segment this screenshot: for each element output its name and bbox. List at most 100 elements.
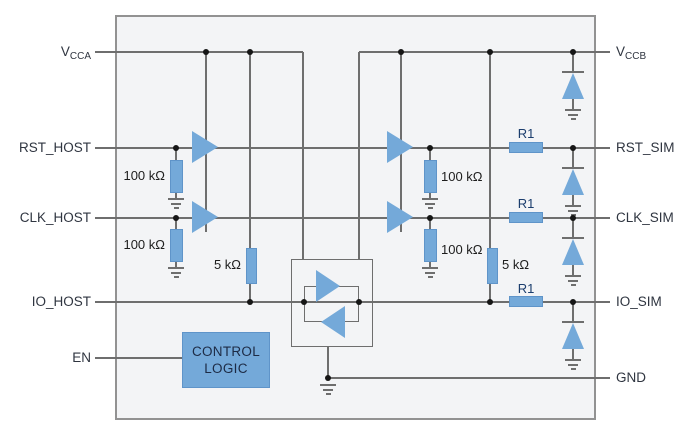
wire-stub: [572, 52, 574, 71]
junction-dot: [427, 145, 433, 151]
wire-stub: [429, 218, 431, 230]
resistor-r1-icon: [509, 212, 543, 223]
ground-icon: [168, 198, 184, 209]
pin-label-vccb: VCCB: [616, 44, 647, 62]
resistor-value-r1: R1: [517, 126, 535, 141]
ground-icon: [422, 198, 438, 209]
resistor-r1-icon: [509, 142, 543, 153]
control-logic-label-line1: CONTROL: [191, 344, 261, 359]
diode-cathode-bar: [562, 237, 584, 239]
control-logic-block: CONTROL LOGIC: [182, 332, 270, 388]
diode-icon: [562, 73, 584, 99]
pin-label-io-sim: IO_SIM: [616, 294, 662, 309]
wire-stub: [572, 349, 574, 359]
diode-cathode-bar: [562, 321, 584, 323]
resistor-value-100k: 100 kΩ: [123, 237, 165, 252]
diode-icon: [562, 169, 584, 195]
wire-vccb: [359, 51, 610, 53]
wire-stub: [175, 148, 177, 161]
wire-io: [95, 301, 610, 303]
junction-dot: [570, 215, 576, 221]
resistor-100k-icon: [423, 229, 437, 262]
junction-dot: [487, 49, 493, 55]
wire-stub: [572, 99, 574, 109]
junction-dot: [301, 299, 307, 305]
wire-gnd: [328, 377, 610, 379]
diode-cathode-bar: [562, 71, 584, 73]
buffer-icon: [387, 201, 413, 233]
ground-icon: [565, 109, 581, 120]
junction-dot: [487, 299, 493, 305]
wire-stub: [175, 261, 177, 267]
resistor-100k-icon: [169, 160, 183, 193]
wire-pullup-left-to-io: [249, 283, 251, 302]
junction-dot: [173, 215, 179, 221]
wire-stub: [175, 192, 177, 198]
junction-dot: [247, 49, 253, 55]
resistor-value-r1: R1: [517, 196, 535, 211]
wire-stub: [572, 195, 574, 205]
resistor-value-r1: R1: [517, 281, 535, 296]
wire-transceiver-to-gnd: [327, 347, 329, 378]
pin-label-clk-sim: CLK_SIM: [616, 210, 674, 225]
ground-icon: [565, 275, 581, 286]
io-transceiver-box: [291, 259, 373, 347]
junction-dot: [173, 145, 179, 151]
buffer-icon: [192, 201, 218, 233]
resistor-100k-icon: [169, 229, 183, 262]
wire-stub: [572, 302, 574, 321]
wire-stub: [572, 218, 574, 237]
junction-dot: [570, 49, 576, 55]
diode-icon: [562, 239, 584, 265]
resistor-100k-icon: [423, 160, 437, 193]
resistor-5k-icon: [486, 248, 498, 284]
diode-cathode-bar: [562, 167, 584, 169]
buffer-icon: [316, 270, 340, 302]
wire-en: [95, 357, 182, 359]
wire-pullup-left: [249, 52, 251, 249]
ground-icon: [320, 384, 336, 395]
junction-dot: [247, 299, 253, 305]
pin-label-rst-sim: RST_SIM: [616, 140, 675, 155]
ground-icon: [168, 267, 184, 278]
resistor-value-5k: 5 kΩ: [502, 257, 530, 272]
control-logic-label-line2: LOGIC: [204, 361, 248, 376]
junction-dot: [356, 299, 362, 305]
pin-label-vcca: VCCA: [60, 44, 91, 62]
pin-label-gnd: GND: [616, 370, 646, 385]
wire-vccb-to-transceiver: [358, 52, 360, 260]
wire-rst: [95, 147, 610, 149]
junction-dot: [570, 299, 576, 305]
wire-pullup-right-to-io: [489, 283, 491, 302]
wire-stub: [572, 148, 574, 167]
junction-dot: [398, 49, 404, 55]
ground-icon: [422, 267, 438, 278]
resistor-5k-icon: [245, 248, 257, 284]
buffer-icon: [192, 131, 218, 163]
resistor-value-100k: 100 kΩ: [123, 168, 165, 183]
junction-dot: [325, 375, 331, 381]
junction-dot: [203, 49, 209, 55]
wire-pullup-right: [489, 52, 491, 249]
resistor-value-5k: 5 kΩ: [213, 257, 241, 272]
junction-dot: [570, 145, 576, 151]
pin-label-io-host: IO_HOST: [31, 294, 91, 309]
wire-clk: [95, 217, 610, 219]
resistor-r1-icon: [509, 296, 543, 307]
wire-stub: [429, 148, 431, 161]
buffer-icon: [321, 306, 345, 338]
pin-label-rst-host: RST_HOST: [18, 140, 91, 155]
wire-stub: [429, 192, 431, 198]
pin-label-clk-host: CLK_HOST: [19, 210, 91, 225]
pin-label-en: EN: [72, 350, 91, 365]
buffer-icon: [387, 131, 413, 163]
wire-vcca-to-transceiver: [302, 52, 304, 260]
wire-stub: [175, 218, 177, 230]
ground-icon: [565, 359, 581, 370]
wire-stub: [429, 261, 431, 267]
resistor-value-100k: 100 kΩ: [441, 169, 483, 184]
wire-stub: [572, 265, 574, 275]
resistor-value-100k: 100 kΩ: [441, 242, 483, 257]
diode-icon: [562, 323, 584, 349]
